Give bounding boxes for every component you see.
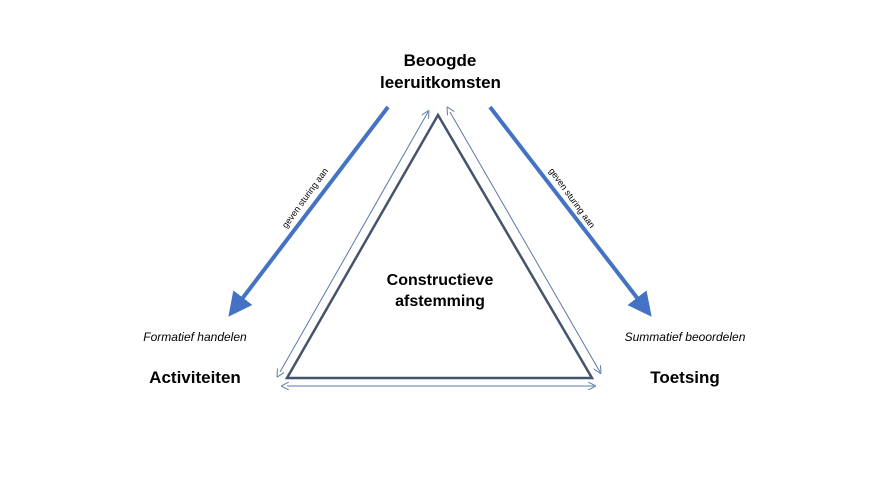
thin-arrow-left xyxy=(280,112,428,372)
right-title: Toetsing xyxy=(650,368,720,387)
left-title: Activiteiten xyxy=(149,368,241,387)
top-title-line2: leeruitkomsten xyxy=(380,73,501,92)
left-guidance-arrow xyxy=(228,105,390,317)
thin-arrow-right xyxy=(450,112,600,372)
left-subtitle: Formatief handelen xyxy=(143,330,247,344)
center-title-line2: afstemming xyxy=(395,293,485,310)
center-title: Constructieve afstemming xyxy=(370,270,510,312)
alignment-triangle xyxy=(284,112,595,380)
right-guidance-arrow xyxy=(488,105,652,317)
top-title-line1: Beoogde xyxy=(403,51,477,70)
right-subtitle: Summatief beoordelen xyxy=(624,330,746,344)
top-title: Beoogde leeruitkomsten xyxy=(380,50,501,94)
center-title-line1: Constructieve xyxy=(386,272,494,289)
